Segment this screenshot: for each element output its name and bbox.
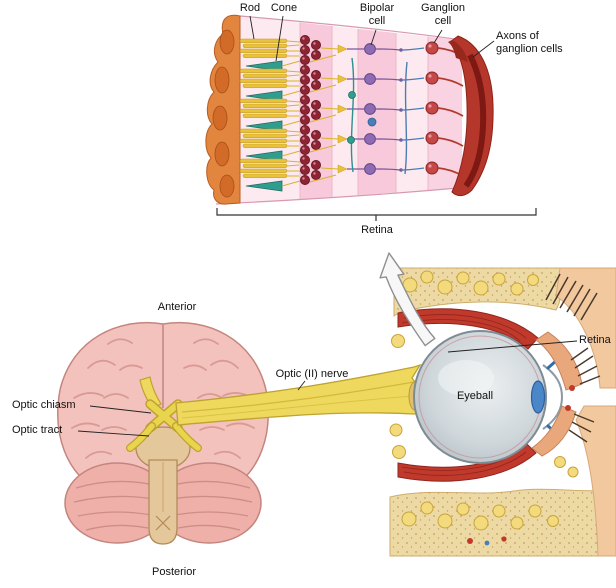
optic-pathway (126, 363, 422, 452)
retina-bracket (216, 208, 537, 221)
cerebellum (64, 462, 262, 544)
orbital-fat (389, 270, 579, 531)
eyeball-label: Eyeball (456, 390, 494, 402)
retina-eye-label: Retina (579, 334, 611, 346)
optic-nerve-left-stub (139, 376, 162, 409)
cone-label: Cone (270, 2, 298, 14)
retina-bracket-label: Retina (361, 224, 393, 236)
brain-label-leaders (77, 380, 306, 437)
retina-eye-leader (447, 340, 578, 353)
eyelids (531, 331, 583, 457)
brainstem (135, 426, 191, 545)
eyeball-shape (413, 330, 564, 464)
optic-tract-label: Optic tract (12, 424, 63, 436)
axons-of-ganglion-cells-label: Axons of ganglion cells (496, 30, 563, 55)
posterior-label: Posterior (151, 566, 197, 578)
pigment-epithelium (205, 14, 241, 205)
bipolar-cell-label: Bipolar cell (359, 2, 395, 27)
ganglion-cell-label: Ganglion cell (420, 2, 466, 27)
face-skin (555, 267, 616, 557)
eyelashes (568, 347, 601, 443)
brain-inferior-view (57, 322, 269, 545)
label-leader-lines-top (249, 15, 495, 62)
rod-label: Rod (239, 2, 261, 14)
lens (530, 380, 546, 414)
retina-micrograph (205, 14, 537, 221)
eyebrow-hatching (545, 273, 598, 321)
cornea (542, 364, 564, 430)
axon-band (448, 35, 494, 197)
optic-nerve-label: Optic (II) nerve (275, 368, 349, 380)
magnify-arrow (379, 252, 436, 347)
anterior-label: Anterior (157, 301, 197, 313)
horizontal-amacrine-cells (347, 57, 408, 175)
optic-chiasm-label: Optic chiasm (12, 399, 76, 411)
optic-tracts (126, 422, 202, 452)
orbit-section (389, 267, 616, 557)
